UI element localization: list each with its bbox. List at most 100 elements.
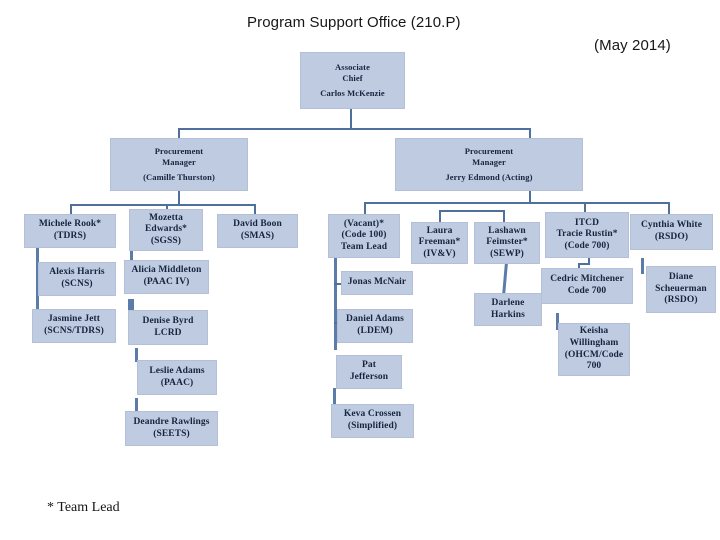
node-line-3: (OHCM/Code	[564, 349, 624, 360]
node-line-2: (SEETS)	[153, 428, 190, 439]
connector-pmright-to-vacant	[364, 202, 366, 214]
node-daniel-adams[interactable]: Daniel Adams (LDEM)	[337, 309, 413, 343]
node-line-1: Michele Rook*	[38, 219, 102, 230]
node-cynthia-white[interactable]: Cynthia White (RSDO)	[630, 214, 713, 250]
node-line-2: (RSDO)	[654, 232, 689, 242]
connector-pmright-to-itcd	[584, 202, 586, 212]
connector-pmright-bus	[364, 202, 668, 204]
connector-root-down	[350, 108, 352, 130]
connector-pmright-sub-bus	[439, 210, 504, 212]
node-line-2: (LDEM)	[357, 326, 393, 336]
connector-pmright-to-cynthia	[668, 202, 670, 214]
node-line-1: Cedric Mitchener	[550, 274, 624, 285]
connector-mozetta-spine-3	[131, 299, 134, 311]
node-line-1: Jonas McNair	[347, 277, 407, 288]
node-line-1: Diane	[668, 272, 694, 283]
node-line-1: Procurement	[154, 146, 204, 157]
connector-pmleft-bus	[70, 204, 255, 206]
connector-to-pm-left	[178, 128, 180, 138]
node-line-2: Manager	[472, 156, 506, 167]
connector-to-pm-right	[529, 128, 531, 138]
node-itcd-tracie-rustin[interactable]: ITCD Tracie Rustin* (Code 700)	[545, 212, 629, 258]
node-keva-crossen[interactable]: Keva Crossen (Simplified)	[331, 404, 414, 438]
node-line-2: Chief	[342, 72, 363, 83]
node-darlene-harkins[interactable]: Darlene Harkins	[474, 293, 542, 326]
connector-mozetta-spine-5	[135, 398, 138, 412]
connector-vacant-spine-2	[333, 388, 336, 404]
node-line-1: Alicia Middleton	[131, 265, 202, 276]
connector-itcd-to-cedric	[578, 263, 580, 269]
connector-pmleft-down	[178, 190, 180, 205]
node-line-3: Carlos McKenzie	[320, 88, 385, 99]
node-denise-byrd[interactable]: Denise Byrd LCRD	[128, 310, 208, 345]
node-line-1: David Boon	[233, 219, 282, 230]
connector-pmleft-to-michele	[70, 204, 72, 214]
node-lashawn-feimster[interactable]: Lashawn Feimster* (SEWP)	[474, 222, 540, 264]
node-line-2: Jefferson	[349, 372, 389, 382]
node-associate-chief[interactable]: Associate Chief Carlos McKenzie	[300, 52, 405, 109]
node-line-1: Laura	[426, 225, 453, 236]
connector-cynthia-to-diane	[641, 258, 644, 274]
node-line-4: 700	[586, 361, 602, 372]
node-line-1: Associate	[335, 62, 370, 73]
node-line-2: Tracie Rustin*	[556, 229, 618, 240]
node-leslie-adams[interactable]: Leslie Adams (PAAC)	[137, 360, 217, 395]
node-line-2: Scheuerman	[655, 283, 707, 294]
connector-mozetta-spine-2	[128, 299, 131, 311]
node-line-3: Team Lead	[340, 241, 388, 252]
connector-lashawn-to-darlene	[502, 261, 508, 296]
node-line-1: Cynthia White	[640, 220, 703, 231]
connector-michele-spine	[36, 247, 39, 332]
node-line-2: Manager	[162, 156, 196, 167]
node-alicia-middleton[interactable]: Alicia Middleton (PAAC IV)	[124, 260, 209, 294]
node-michele-rook[interactable]: Michele Rook* (TDRS)	[24, 214, 116, 248]
connector-pmleft-to-david	[254, 204, 256, 214]
node-line-3: (Camille Thurston)	[143, 172, 215, 183]
connector-pmright-to-lashawn	[503, 210, 505, 222]
node-line-2: (Simplified)	[347, 421, 398, 431]
node-line-3: (SGSS)	[150, 235, 182, 246]
node-procurement-manager-jerry-edmond[interactable]: Procurement Manager Jerry Edmond (Acting…	[395, 138, 583, 191]
node-cedric-mitchener[interactable]: Cedric Mitchener Code 700	[541, 268, 633, 304]
node-deandre-rawlings[interactable]: Deandre Rawlings (SEETS)	[125, 411, 218, 446]
node-pat-jefferson[interactable]: Pat Jefferson	[336, 355, 402, 389]
connector-vacant-spine	[334, 258, 337, 350]
node-line-2: Harkins	[491, 309, 525, 320]
node-line-2: Code 700	[567, 286, 607, 296]
node-mozetta-edwards[interactable]: Mozetta Edwards* (SGSS)	[129, 209, 203, 251]
page-title: Program Support Office (210.P)	[247, 14, 461, 31]
node-line-1: Keva Crossen	[343, 409, 402, 420]
connector-itcd-elbow	[578, 263, 590, 265]
node-vacant-code-100[interactable]: (Vacant)* (Code 100) Team Lead	[328, 214, 400, 258]
node-line-2: Edwards*	[145, 224, 187, 235]
team-lead-legend: * Team Lead	[47, 500, 120, 515]
node-keisha-willingham[interactable]: Keisha Willingham (OHCM/Code 700	[558, 323, 630, 376]
connector-mozetta-spine-1	[130, 249, 133, 261]
connector-vacant-to-jonas	[334, 283, 341, 285]
node-line-1: ITCD	[574, 217, 600, 228]
node-diane-scheuerman[interactable]: Diane Scheuerman (RSDO)	[646, 266, 716, 313]
node-line-1: Darlene	[491, 297, 525, 308]
node-procurement-manager-camille-thurston[interactable]: Procurement Manager (Camille Thurston)	[110, 138, 248, 191]
node-david-boon[interactable]: David Boon (SMAS)	[217, 214, 298, 248]
connector-pmright-to-laura	[439, 210, 441, 222]
node-line-1: Lashawn	[488, 225, 526, 236]
node-alexis-harris[interactable]: Alexis Harris (SCNS)	[38, 262, 116, 296]
node-line-1: Procurement	[464, 146, 514, 157]
node-line-1: (Vacant)*	[343, 218, 385, 229]
node-line-2: (PAAC)	[160, 377, 194, 388]
node-line-1: Deandre Rawlings	[133, 416, 210, 427]
node-line-3: (RSDO)	[664, 295, 698, 306]
node-jonas-mcnair[interactable]: Jonas McNair	[341, 271, 413, 295]
node-line-1: Pat	[361, 360, 377, 371]
node-line-3: Jerry Edmond (Acting)	[445, 172, 533, 183]
node-line-1: Jasmine Jett	[47, 314, 101, 325]
node-line-1: Leslie Adams	[149, 365, 205, 376]
node-line-2: Willingham	[569, 337, 619, 348]
node-line-1: Daniel Adams	[346, 314, 404, 325]
node-laura-freeman[interactable]: Laura Freeman* (IV&V)	[411, 222, 468, 264]
node-jasmine-jett[interactable]: Jasmine Jett (SCNS/TDRS)	[32, 309, 116, 343]
node-line-1: Denise Byrd	[142, 315, 194, 326]
node-line-2: Freeman*	[418, 237, 461, 248]
